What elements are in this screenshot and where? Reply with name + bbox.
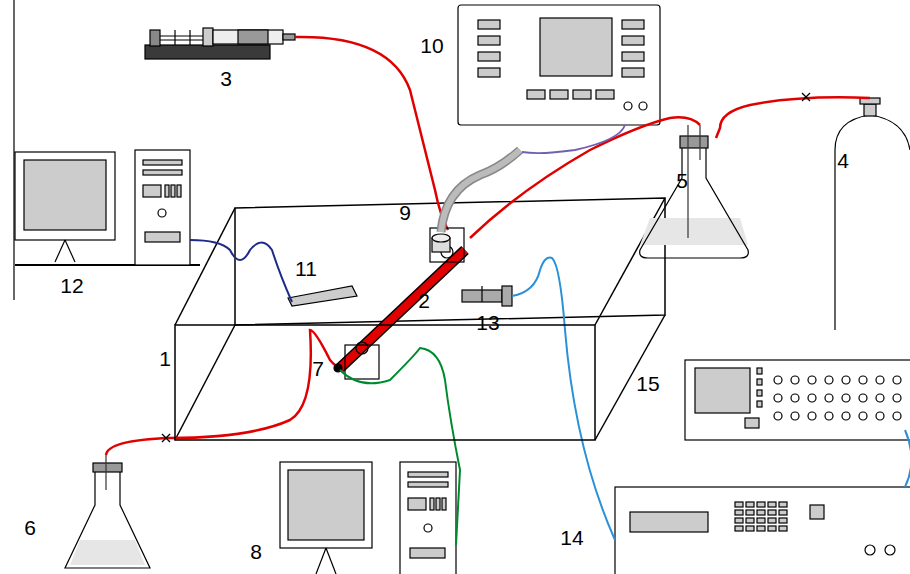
knob	[876, 412, 884, 420]
key	[757, 502, 765, 507]
wire	[190, 240, 292, 302]
key	[735, 526, 743, 531]
knob	[842, 376, 850, 384]
callout-number: 3	[220, 68, 232, 89]
callout-number: 2	[418, 290, 430, 311]
key	[779, 502, 787, 507]
camera	[462, 286, 512, 306]
knob	[791, 394, 799, 402]
knob	[808, 412, 816, 420]
wire	[522, 125, 625, 153]
callout-number: 7	[312, 358, 324, 379]
knob	[825, 394, 833, 402]
probe	[441, 150, 520, 232]
key	[746, 502, 754, 507]
key	[757, 526, 765, 531]
computer	[280, 462, 456, 574]
callout-number: 15	[636, 373, 659, 394]
key	[735, 518, 743, 523]
button	[757, 390, 762, 396]
key	[768, 510, 776, 515]
knob	[893, 376, 901, 384]
callout-number: 12	[60, 275, 83, 296]
callout-number: 5	[676, 170, 688, 191]
chamber-box	[175, 325, 595, 440]
frame-line	[13, 0, 14, 300]
button	[757, 401, 762, 407]
key	[779, 518, 787, 523]
knob	[808, 376, 816, 384]
power-supply-device	[458, 5, 660, 125]
knob	[876, 394, 884, 402]
wire	[905, 430, 910, 487]
knob	[791, 412, 799, 420]
callout-number: 10	[420, 35, 443, 56]
knob	[842, 412, 850, 420]
knob	[859, 412, 867, 420]
key	[746, 518, 754, 523]
knob	[774, 412, 782, 420]
key	[746, 526, 754, 531]
callout-number: 1	[159, 348, 171, 369]
key	[779, 510, 787, 515]
knob	[825, 412, 833, 420]
callout-number: 4	[837, 150, 849, 171]
wire	[340, 348, 460, 545]
knob	[859, 376, 867, 384]
wire	[512, 258, 615, 541]
knob	[808, 394, 816, 402]
key	[735, 502, 743, 507]
nozzle	[334, 228, 465, 379]
callout-number: 13	[476, 312, 499, 333]
syringe-pump	[145, 28, 295, 59]
oscilloscope	[685, 360, 910, 440]
bubbler-flask	[640, 125, 749, 258]
knob	[774, 394, 782, 402]
valve-mark	[162, 93, 810, 442]
collector-plate	[288, 286, 357, 306]
callout-number: 9	[399, 202, 411, 223]
knob	[825, 376, 833, 384]
computer	[15, 150, 200, 265]
signal-generator	[615, 487, 910, 574]
tubing	[106, 37, 870, 455]
key	[735, 510, 743, 515]
gas-cylinder	[835, 98, 910, 330]
callout-number: 8	[250, 541, 262, 562]
probe	[441, 150, 520, 232]
key	[768, 526, 776, 531]
key	[768, 518, 776, 523]
callout-number: 6	[24, 517, 36, 538]
knob	[842, 394, 850, 402]
key	[746, 510, 754, 515]
key	[757, 518, 765, 523]
knob	[893, 394, 901, 402]
key	[768, 502, 776, 507]
knob	[859, 394, 867, 402]
knob	[774, 376, 782, 384]
key	[779, 526, 787, 531]
waste-flask	[65, 455, 150, 568]
key	[757, 510, 765, 515]
knob	[876, 376, 884, 384]
callout-number: 11	[295, 258, 317, 279]
chamber-box	[175, 198, 665, 440]
knob	[791, 376, 799, 384]
button	[757, 379, 762, 385]
knob	[893, 412, 901, 420]
callout-number: 14	[560, 527, 583, 548]
button	[757, 368, 762, 374]
